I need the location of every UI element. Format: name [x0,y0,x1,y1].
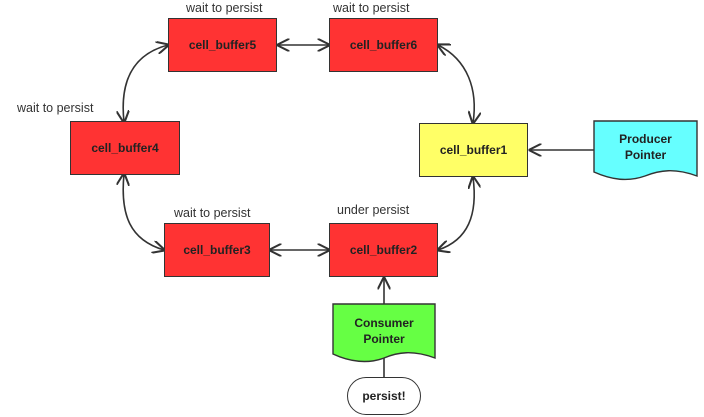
buffer2-state-label: under persist [337,203,410,217]
edge-buffer1-buffer2 [438,177,474,250]
cell-buffer4: cell_buffer4 [70,121,180,175]
consumer-pointer: Consumer Pointer [333,315,435,347]
consumer-line1: Consumer [354,316,414,330]
cell-buffer3: cell_buffer3 [164,223,270,277]
edge-buffer4-buffer3 [123,174,164,250]
edge-buffer6-buffer1 [438,45,474,123]
producer-line2: Pointer [624,148,667,162]
producer-shape [593,120,698,181]
buffer5-state-label: wait to persist [186,1,263,15]
persist-terminal: persist! [347,377,421,415]
cell-buffer5: cell_buffer5 [168,18,277,72]
cell-buffer1: cell_buffer1 [419,123,528,177]
consumer-shape [332,303,436,363]
cell-buffer6: cell_buffer6 [329,18,438,72]
producer-line1: Producer [619,132,672,146]
edge-buffer4-buffer5 [123,45,168,122]
buffer6-state-label: wait to persist [333,1,410,15]
producer-pointer: Producer Pointer [594,131,697,163]
consumer-line2: Pointer [363,332,405,346]
buffer3-state-label: wait to persist [174,206,251,220]
cell-buffer2: cell_buffer2 [329,223,438,277]
buffer4-state-label: wait to persist [17,101,94,115]
